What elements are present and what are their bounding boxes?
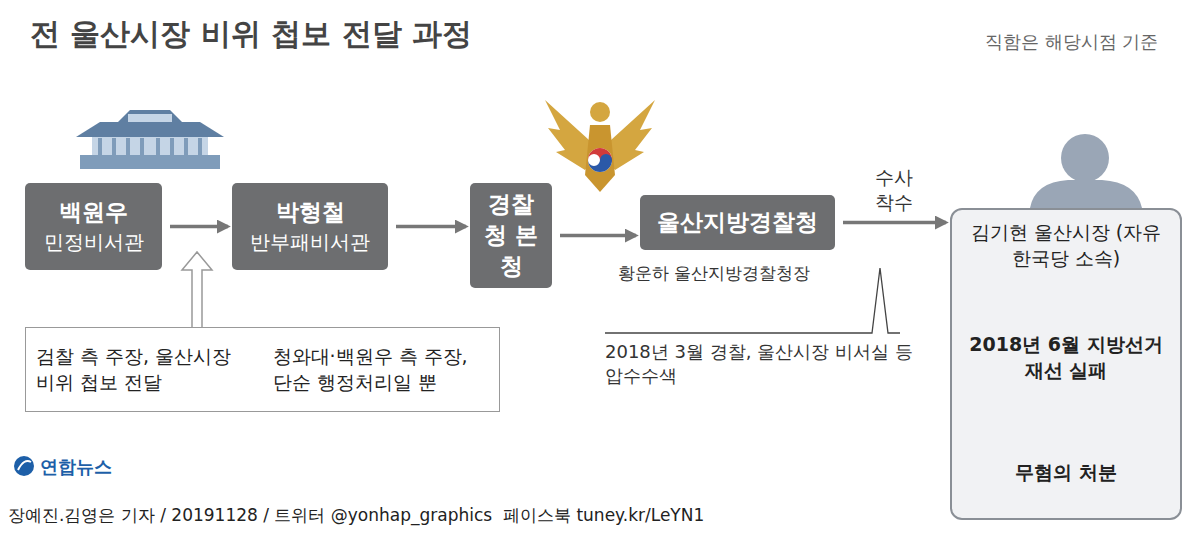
result-item: 2018년 6월 지방선거 재선 실패 <box>952 332 1180 383</box>
result-item: 무혐의 처분 <box>952 460 1180 486</box>
mayor-panel: 김기현 울산시장 (자유한국당 소속) 2018년 6월 지방선거 재선 실패무혐… <box>950 208 1182 520</box>
person-silhouette <box>1030 134 1142 208</box>
official-box: 박형철반부패비서관 <box>232 183 388 270</box>
caption: 장예진.김영은 기자 / 20191128 / 트위터 @yonhap_grap… <box>8 504 704 527</box>
police-emblem <box>545 100 655 192</box>
node-heading: 2018년 6월 지방선거 재선 실패 <box>964 332 1169 383</box>
node-heading: 백원우 <box>59 197 128 228</box>
flow-arrow <box>560 234 636 238</box>
node-subtext: 반부패비서관 <box>250 229 370 256</box>
note-text: 직함은 해당시점 기준 <box>985 30 1158 54</box>
logo-text: 연합뉴스 <box>40 455 112 479</box>
node-heading: 울산지방경찰청 <box>657 207 818 238</box>
node-heading: 김기현 울산시장 (자유한국당 소속) <box>964 220 1169 271</box>
callout-arrow <box>182 252 212 327</box>
claim-text: 검찰 측 주장, 울산시장 비위 첩보 전달 <box>36 344 253 395</box>
edge-label: 수사 착수 <box>870 165 919 214</box>
node-subtext: 민정비서관 <box>44 229 144 256</box>
chief-label: 황운하 울산지방경찰청장 <box>618 262 810 285</box>
claim-text: 청와대·백원우 측 주장, 단순 행정처리일 뿐 <box>253 344 490 395</box>
node-heading: 박형철 <box>276 197 345 228</box>
logo-mark <box>18 461 31 470</box>
logo-mark <box>14 456 34 476</box>
node-heading: 무혐의 처분 <box>964 460 1169 486</box>
node-heading: 경찰청 본청 <box>478 189 544 282</box>
flow-arrow <box>843 221 946 225</box>
blue-house-icon <box>76 110 224 169</box>
flow-arrow <box>396 225 466 229</box>
agency-box: 울산지방경찰청 <box>640 195 835 250</box>
raid-note: 2018년 3월 경찰, 울산시장 비서실 등 압수수색 <box>605 340 925 389</box>
mayor-item: 김기현 울산시장 (자유한국당 소속) <box>952 220 1180 271</box>
official-box: 백원우민정비서관 <box>25 183 162 270</box>
agency-box: 경찰청 본청 <box>470 183 552 288</box>
title: 전 울산시장 비위 첩보 전달 과정 <box>30 14 472 55</box>
flow-arrow <box>170 225 228 229</box>
claim-callout: 검찰 측 주장, 울산시장 비위 첩보 전달청와대·백원우 측 주장, 단순 행… <box>25 327 500 412</box>
